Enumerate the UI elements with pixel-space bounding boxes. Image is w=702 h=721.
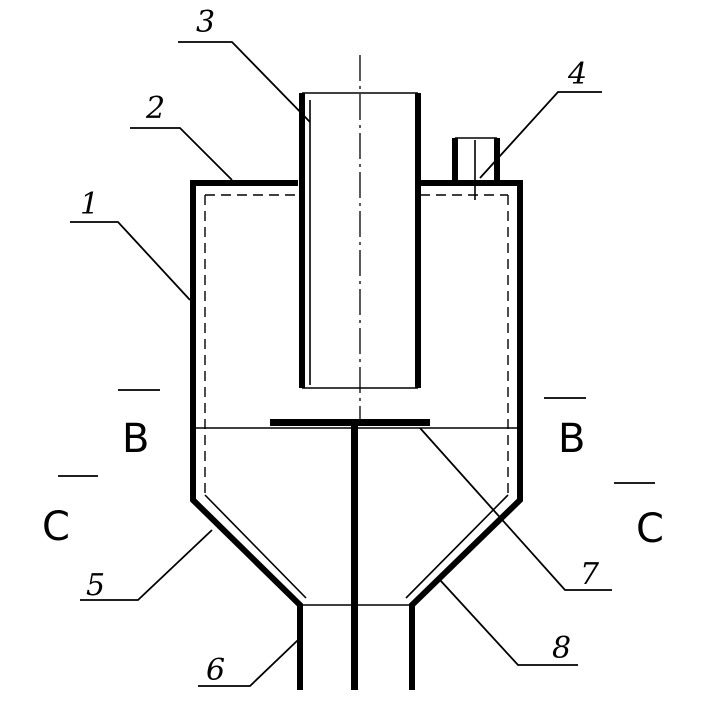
- vessel-inner-lining: [204, 194, 509, 495]
- part-label-5: 5: [86, 568, 105, 603]
- exhaust-pipe: [299, 93, 421, 388]
- leader-line-7: [419, 427, 612, 591]
- part-label-6: 6: [206, 653, 225, 688]
- leader-line-5: [80, 529, 213, 601]
- leader-line-1: [70, 221, 191, 301]
- part-label-7: 7: [580, 557, 600, 592]
- vessel-outer-shell: [190, 180, 523, 690]
- central-rod: [351, 424, 358, 690]
- leader-line-3: [178, 41, 311, 123]
- part-label-8: 8: [552, 631, 571, 666]
- leader-line-2: [130, 127, 233, 181]
- leader-line-4: [479, 91, 602, 179]
- section-label-c-left: C: [42, 504, 70, 550]
- deflector-plate: [270, 419, 430, 426]
- part-label-2: 2: [145, 91, 165, 126]
- section-label-b-left: B: [122, 416, 149, 462]
- section-label-b-right: B: [558, 416, 585, 462]
- inlet-nozzle-edges: [455, 137, 497, 200]
- leader-line-6: [198, 639, 299, 687]
- cone-inner-line: [204, 494, 509, 599]
- leader-line-8: [439, 579, 578, 666]
- inlet-nozzle: [452, 138, 500, 183]
- section-label-c-right: C: [636, 506, 664, 552]
- part-label-4: 4: [567, 57, 587, 92]
- part-label-1: 1: [80, 187, 99, 222]
- part-label-3: 3: [196, 5, 215, 40]
